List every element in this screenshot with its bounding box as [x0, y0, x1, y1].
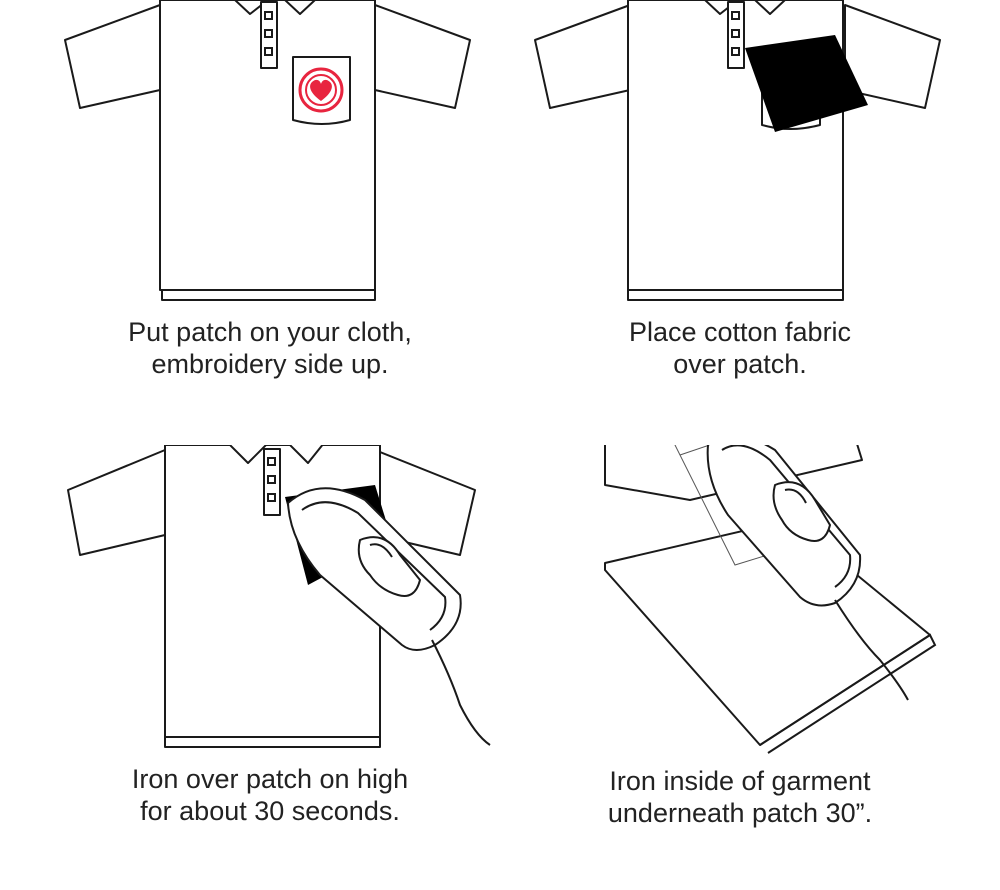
step-3-caption: Iron over patch on high for about 30 sec…: [20, 763, 520, 827]
ironing-shirt-illustration: [67, 445, 491, 748]
step-2-caption: Place cotton fabric over patch.: [490, 316, 990, 380]
step-4-caption-line1: Iron inside of garment: [609, 766, 871, 796]
step-1-caption-line1: Put patch on your cloth,: [128, 317, 412, 347]
step-3-caption-line1: Iron over patch on high: [131, 764, 409, 794]
ironing-inside-garment-illustration: [604, 445, 937, 754]
iron-icon: [706, 445, 862, 607]
step-1-caption: Put patch on your cloth, embroidery side…: [20, 316, 520, 380]
step-3-panel: Iron over patch on high for about 30 sec…: [20, 445, 520, 890]
step-4-panel: Iron inside of garment underneath patch …: [490, 445, 990, 890]
heart-icon: [310, 79, 332, 101]
step-1-panel: Put patch on your cloth, embroidery side…: [20, 0, 520, 445]
step-4-caption-line2: underneath patch 30”.: [607, 798, 873, 828]
cotton-fabric-cover: [745, 35, 868, 132]
step-3-caption-line2: for about 30 seconds.: [140, 796, 400, 826]
step-4-caption: Iron inside of garment underneath patch …: [490, 765, 990, 829]
step-1-caption-line2: embroidery side up.: [151, 349, 389, 379]
step-2-caption-line1: Place cotton fabric: [628, 317, 852, 347]
shirt-with-patch-illustration: [64, 0, 471, 301]
step-2-panel: Place cotton fabric over patch.: [490, 0, 990, 445]
shirt-with-cotton-fabric-illustration: [534, 0, 941, 301]
step-2-caption-line2: over patch.: [673, 349, 807, 379]
